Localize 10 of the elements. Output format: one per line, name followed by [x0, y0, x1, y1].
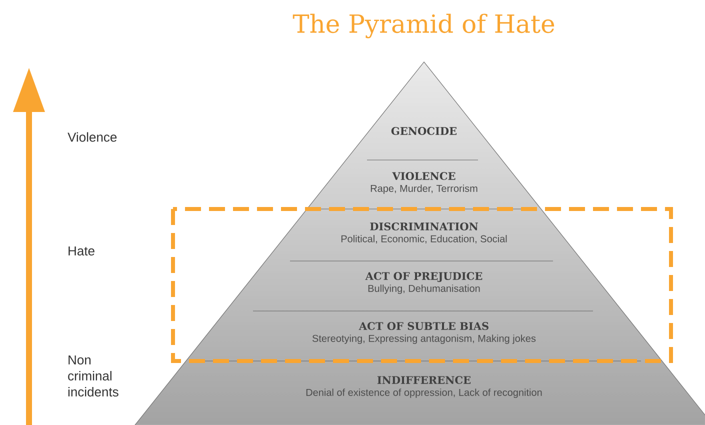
tier-label: ACT OF SUBTLE BIAS Stereotying, Expressing antagonism, Making jokes: [312, 322, 536, 344]
tier-label: INDIFFERENCE Denial of existence of oppression, Lack of recognition: [306, 376, 542, 398]
tier-label: DISCRIMINATION Political, Economic, Education, Social: [341, 222, 507, 244]
title: The Pyramid of Hate: [292, 14, 554, 38]
axis-label: Violence: [68, 132, 117, 142]
axis-label: Hate: [68, 246, 94, 256]
tier-label: GENOCIDE: [391, 127, 456, 135]
tier-label: ACT OF PREJUDICE Bullying, Dehumanisation: [365, 272, 482, 294]
axis-label: Non criminal incidents: [68, 355, 118, 397]
tier-label: VIOLENCE Rape, Murder, Terrorism: [370, 172, 478, 194]
